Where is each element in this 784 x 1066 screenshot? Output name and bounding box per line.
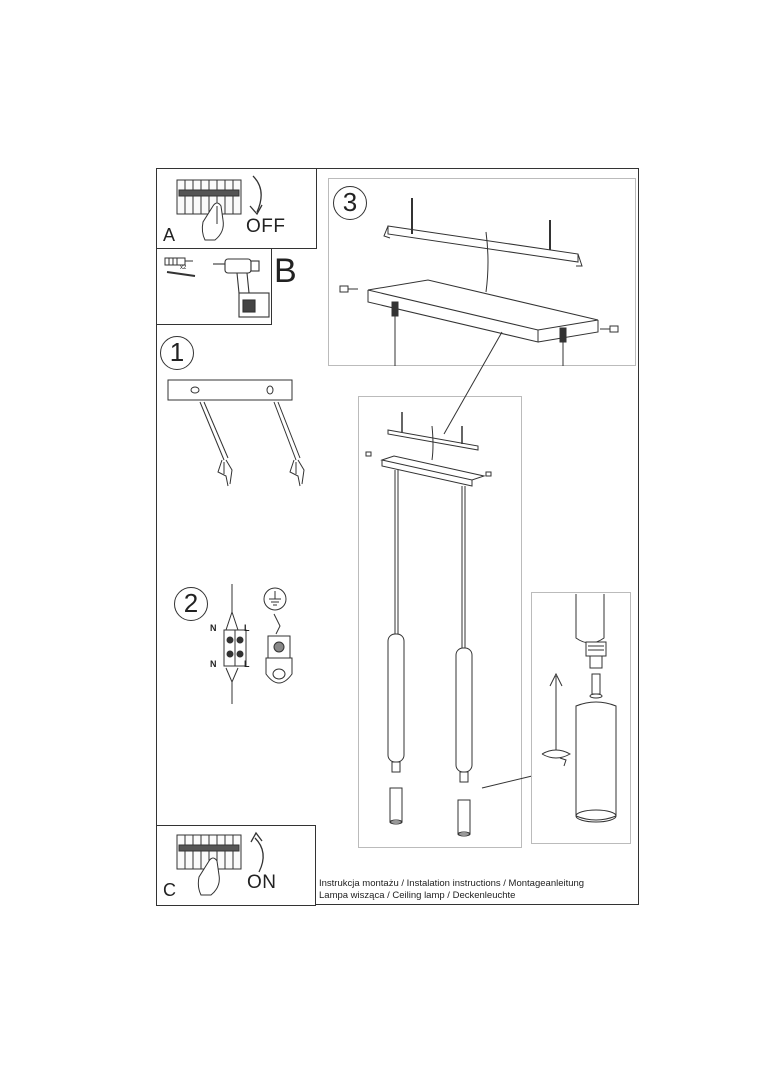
wire-n-bottom: N [210, 659, 217, 669]
step-2-badge: 2 [174, 587, 208, 621]
wall-plug-screw-icon [164, 257, 196, 277]
shade-assembly-diagram [541, 594, 617, 823]
step-a-letter: A [163, 225, 176, 245]
step-c-letter: C [163, 880, 176, 900]
step-b-letter: B [274, 252, 297, 290]
wire-l-top: L [244, 623, 250, 633]
terminal-block-icon [223, 584, 247, 704]
wire-l-bottom: L [244, 659, 250, 669]
arrow-up-icon [250, 831, 264, 873]
ceiling-drilling-diagram [167, 379, 305, 487]
off-label: OFF [246, 216, 286, 237]
qty-label: x2 [180, 265, 187, 271]
on-label: ON [247, 872, 277, 893]
circuit-breaker-icon [176, 179, 242, 241]
instruction-sheet [156, 168, 639, 905]
caption-line-1: Instrukcja montażu / Instalation instruc… [319, 878, 585, 889]
mounting-bracket-diagram [339, 198, 619, 366]
drill-icon [213, 258, 270, 318]
wire-n-top: N [210, 623, 217, 633]
step-3-detail-panel [328, 178, 636, 366]
pendant-lamp-diagram [365, 412, 533, 837]
shade-detail-panel [531, 592, 631, 844]
step-1-badge: 1 [160, 336, 194, 370]
circuit-breaker-on-icon [176, 834, 242, 896]
link-line [443, 331, 503, 435]
arrow-down-icon [249, 175, 263, 216]
ground-terminal-icon [265, 613, 293, 684]
ground-symbol-icon [263, 587, 287, 611]
caption-line-2: Lampa wisząca / Ceiling lamp / Deckenleu… [319, 890, 516, 901]
step-3-badge: 3 [333, 186, 367, 220]
lamp-overview-panel [358, 396, 522, 848]
